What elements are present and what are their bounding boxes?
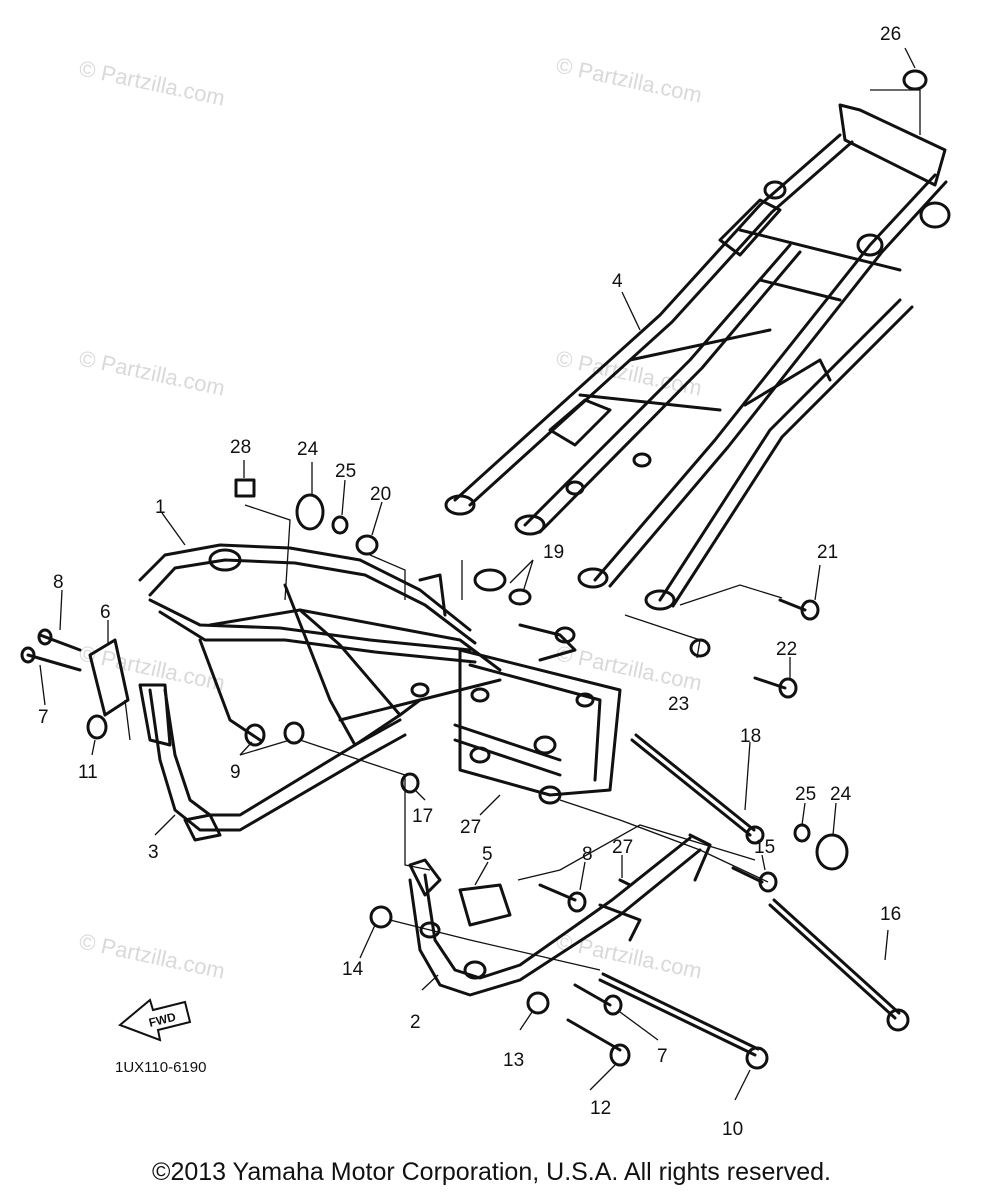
frame-exploded-diagram: © Partzilla.com © Partzilla.com © Partzi… bbox=[20, 24, 951, 1140]
part-9b bbox=[283, 721, 305, 745]
drawing-code: 1UX110-6190 bbox=[115, 1059, 206, 1076]
long-bolts bbox=[566, 733, 901, 1057]
callout-25-lower: 25 bbox=[795, 784, 816, 805]
watermark: © Partzilla.com bbox=[77, 345, 227, 400]
watermark: © Partzilla.com bbox=[554, 345, 704, 400]
main-frame bbox=[138, 543, 622, 805]
watermark: © Partzilla.com bbox=[554, 640, 704, 695]
copyright-notice: ©2013 Yamaha Motor Corporation, U.S.A. A… bbox=[152, 1158, 831, 1186]
callout-27-lower: 27 bbox=[612, 837, 633, 858]
part-26 bbox=[902, 69, 928, 91]
part-10 bbox=[745, 1046, 769, 1070]
callout-10: 10 bbox=[722, 1119, 743, 1140]
callout-13: 13 bbox=[503, 1050, 524, 1071]
fasteners bbox=[20, 69, 928, 1070]
callout-15: 15 bbox=[754, 837, 775, 858]
callout-22: 22 bbox=[776, 639, 797, 660]
callout-21: 21 bbox=[817, 542, 838, 563]
callout-19: 19 bbox=[543, 542, 564, 563]
part-25-lower bbox=[793, 823, 811, 843]
callout-7: 7 bbox=[38, 707, 49, 728]
part-15 bbox=[758, 871, 778, 893]
part-21 bbox=[800, 599, 820, 621]
callout-2: 2 bbox=[410, 1012, 421, 1033]
left-downtube bbox=[138, 683, 407, 842]
callout-6: 6 bbox=[100, 602, 111, 623]
callout-8: 8 bbox=[53, 572, 64, 593]
callout-24-lower: 24 bbox=[830, 784, 852, 805]
callout-11: 11 bbox=[78, 762, 98, 783]
callout-23: 23 bbox=[668, 694, 689, 715]
part-24-upper bbox=[295, 493, 325, 531]
fwd-label: FWD bbox=[147, 1010, 177, 1030]
part-11 bbox=[86, 714, 108, 740]
callout-26: 26 bbox=[880, 24, 901, 45]
part-20 bbox=[355, 534, 379, 556]
callout-27: 27 bbox=[460, 817, 481, 838]
callout-5: 5 bbox=[482, 844, 493, 865]
part-13 bbox=[526, 991, 550, 1015]
watermark: © Partzilla.com bbox=[77, 55, 227, 110]
leader-lines bbox=[39, 47, 921, 1101]
fwd-arrow-icon: FWD bbox=[118, 998, 192, 1042]
part-22 bbox=[778, 677, 798, 699]
engine-bracket-5 bbox=[458, 883, 512, 927]
part-8-upper bbox=[37, 628, 53, 646]
part-19 bbox=[473, 568, 507, 592]
callout-16: 16 bbox=[880, 904, 901, 925]
callout-17: 17 bbox=[412, 806, 433, 827]
rear-frame bbox=[444, 103, 951, 611]
watermark: © Partzilla.com bbox=[554, 52, 704, 107]
callout-12: 12 bbox=[590, 1098, 611, 1119]
callout-20: 20 bbox=[370, 484, 391, 505]
right-downtube bbox=[408, 833, 712, 997]
callout-3: 3 bbox=[148, 842, 159, 863]
callout-9: 9 bbox=[230, 762, 241, 783]
callout-24: 24 bbox=[297, 439, 319, 460]
callout-18: 18 bbox=[740, 726, 761, 747]
part-28 bbox=[234, 478, 256, 498]
part-24-lower bbox=[815, 833, 849, 871]
callout-28: 28 bbox=[230, 437, 251, 458]
callout-14: 14 bbox=[342, 959, 364, 980]
watermarks: © Partzilla.com © Partzilla.com © Partzi… bbox=[77, 52, 704, 983]
callout-25: 25 bbox=[335, 461, 356, 482]
part-8-lower bbox=[567, 891, 587, 913]
callout-1: 1 bbox=[155, 497, 166, 518]
part-7-lower bbox=[603, 994, 623, 1016]
callout-7-lower: 7 bbox=[657, 1046, 668, 1067]
callout-numbers: 26 4 28 24 25 20 1 19 21 8 6 7 22 23 11 … bbox=[38, 24, 901, 1140]
part-17 bbox=[400, 772, 420, 794]
part-14 bbox=[369, 905, 393, 929]
part-18 bbox=[745, 825, 765, 845]
engine-bracket-6 bbox=[88, 638, 130, 717]
part-16 bbox=[886, 1008, 910, 1032]
part-7-upper bbox=[20, 646, 36, 664]
callout-8-lower: 8 bbox=[582, 844, 593, 865]
watermark: © Partzilla.com bbox=[554, 928, 704, 983]
part-25-upper bbox=[331, 515, 349, 535]
part-12 bbox=[609, 1043, 631, 1067]
part-9a bbox=[244, 723, 266, 747]
watermark: © Partzilla.com bbox=[77, 928, 227, 983]
callout-4: 4 bbox=[612, 271, 623, 292]
